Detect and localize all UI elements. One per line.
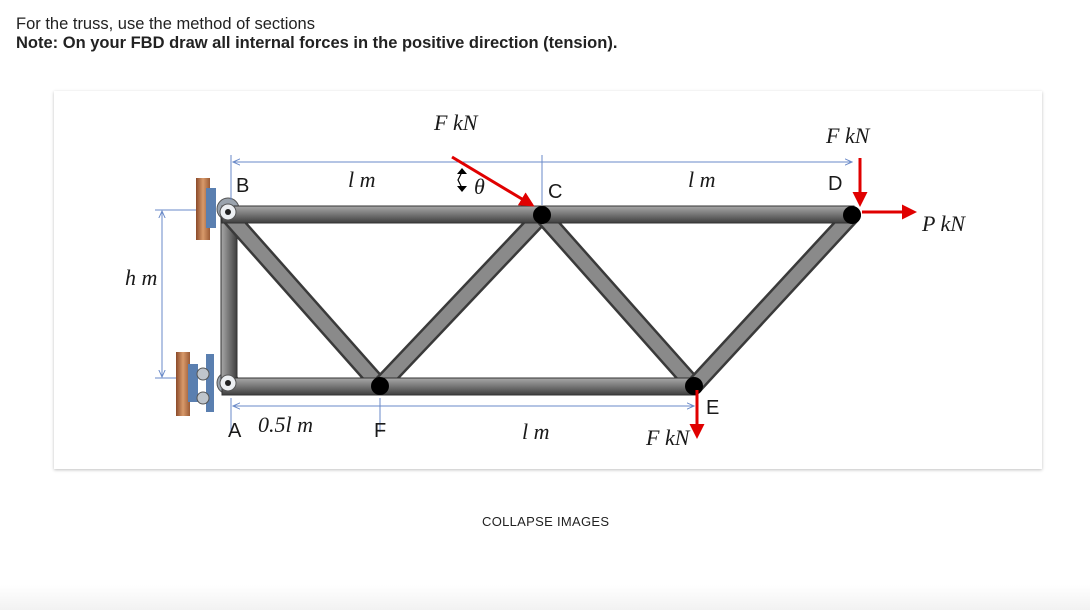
inclined-force-arrow [451,155,535,207]
label-P: P kN [921,211,966,236]
label-C: C [548,181,562,203]
dim-height: h m [125,265,157,290]
loads [451,155,917,439]
instruction-note: Note: On your FBD draw all internal forc… [16,34,618,52]
joint-C [533,206,551,224]
truss-figure: B C D E F A l m l m l m 0.5l m h m θ F k… [54,91,1042,469]
dim-top-left: l m [348,167,376,192]
dim-top-right: l m [688,167,716,192]
label-E: E [706,397,719,419]
label-inclined-F: F kN [433,110,479,135]
collapse-images-button[interactable]: COLLAPSE IMAGES [482,514,610,529]
label-B: B [236,175,249,197]
instruction-line-1: For the truss, use the method of section… [16,15,315,33]
member-AFE [221,377,697,396]
truss-diagram: B C D E F A l m l m l m 0.5l m h m θ F k… [125,110,966,450]
label-D: D [828,173,842,195]
bottom-divider [0,585,1090,610]
label-F-D: F kN [825,123,871,148]
dim-bottom-left: 0.5l m [258,412,313,437]
angle-theta: θ [474,174,485,199]
member-AB [220,209,238,387]
dim-bottom-mid: l m [522,419,550,444]
label-F-E: F kN [645,425,691,450]
joint-F [371,377,389,395]
dimension-lines [155,155,852,432]
joint-D [843,206,861,224]
label-F: F [374,420,386,442]
instructions: For the truss, use the method of section… [16,15,617,53]
joint-E [685,377,703,395]
truss-members [220,205,861,396]
label-A: A [228,420,242,442]
